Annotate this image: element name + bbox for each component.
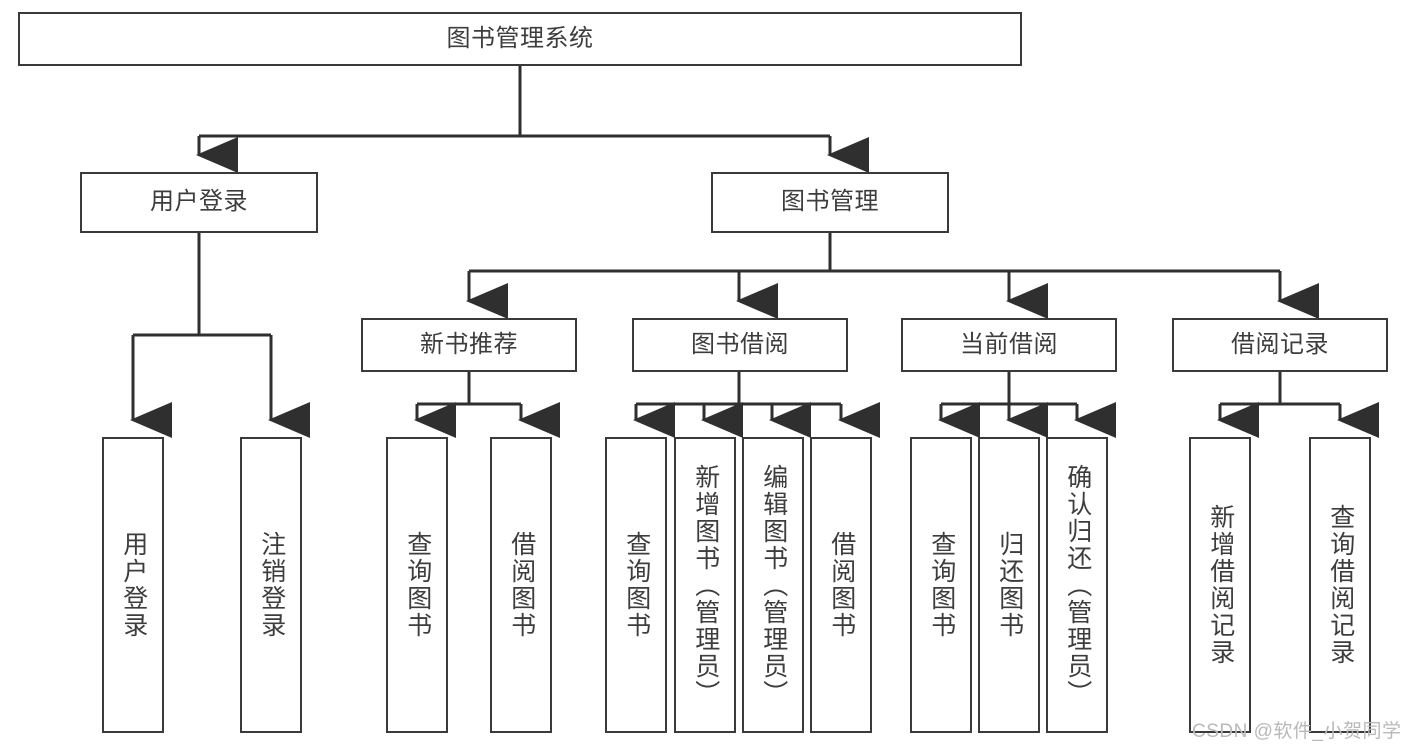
leaf-return-book-label: 归还图书 [995,531,1024,639]
leaf-borrow-book-borrow-label: 借阅图书 [827,531,856,639]
node-book-manage-label: 图书管理 [781,188,879,216]
node-borrow-record[interactable]: 借阅记录 [1172,318,1388,372]
leaf-user-logout[interactable]: 注销登录 [240,437,302,733]
node-new-book-recommend-label: 新书推荐 [420,330,518,358]
leaf-user-login[interactable]: 用户登录 [102,437,164,733]
leaf-add-borrow-record-label: 新增借阅记录 [1206,504,1235,666]
node-new-book-recommend[interactable]: 新书推荐 [361,318,577,372]
node-book-borrow-label: 图书借阅 [691,330,789,358]
leaf-edit-book-admin-label: 编辑图书（管理员） [759,463,788,707]
leaf-add-borrow-record[interactable]: 新增借阅记录 [1189,437,1251,733]
node-root[interactable]: 图书管理系统 [18,12,1022,66]
leaf-return-book[interactable]: 归还图书 [978,437,1040,733]
node-user-login[interactable]: 用户登录 [80,172,318,233]
csdn-watermark: CSDN @软件_小贺同学 [1192,721,1402,742]
leaf-add-book-admin[interactable]: 新增图书（管理员） [674,437,736,733]
node-book-borrow[interactable]: 图书借阅 [632,318,848,372]
leaf-query-book-borrow[interactable]: 查询图书 [605,437,667,733]
leaf-user-login-label: 用户登录 [119,531,148,639]
leaf-borrow-book-borrow[interactable]: 借阅图书 [810,437,872,733]
leaf-query-borrow-record-label: 查询借阅记录 [1326,504,1355,666]
node-current-borrow-label: 当前借阅 [960,330,1058,358]
leaf-borrow-book-recommend-label: 借阅图书 [507,531,536,639]
node-borrow-record-label: 借阅记录 [1231,330,1329,358]
leaf-query-book-current[interactable]: 查询图书 [910,437,972,733]
leaf-confirm-return-admin-label: 确认归还（管理员） [1063,463,1092,707]
leaf-query-borrow-record[interactable]: 查询借阅记录 [1309,437,1371,733]
leaf-query-book-recommend-label: 查询图书 [403,531,432,639]
node-book-manage[interactable]: 图书管理 [711,172,949,233]
leaf-edit-book-admin[interactable]: 编辑图书（管理员） [742,437,804,733]
node-current-borrow[interactable]: 当前借阅 [901,318,1117,372]
leaf-query-book-current-label: 查询图书 [927,531,956,639]
leaf-query-book-recommend[interactable]: 查询图书 [386,437,448,733]
leaf-query-book-borrow-label: 查询图书 [622,531,651,639]
node-user-login-label: 用户登录 [150,188,248,216]
leaf-confirm-return-admin[interactable]: 确认归还（管理员） [1046,437,1108,733]
leaf-borrow-book-recommend[interactable]: 借阅图书 [490,437,552,733]
node-root-label: 图书管理系统 [446,24,594,52]
leaf-user-logout-label: 注销登录 [257,531,286,639]
leaf-add-book-admin-label: 新增图书（管理员） [691,463,720,707]
